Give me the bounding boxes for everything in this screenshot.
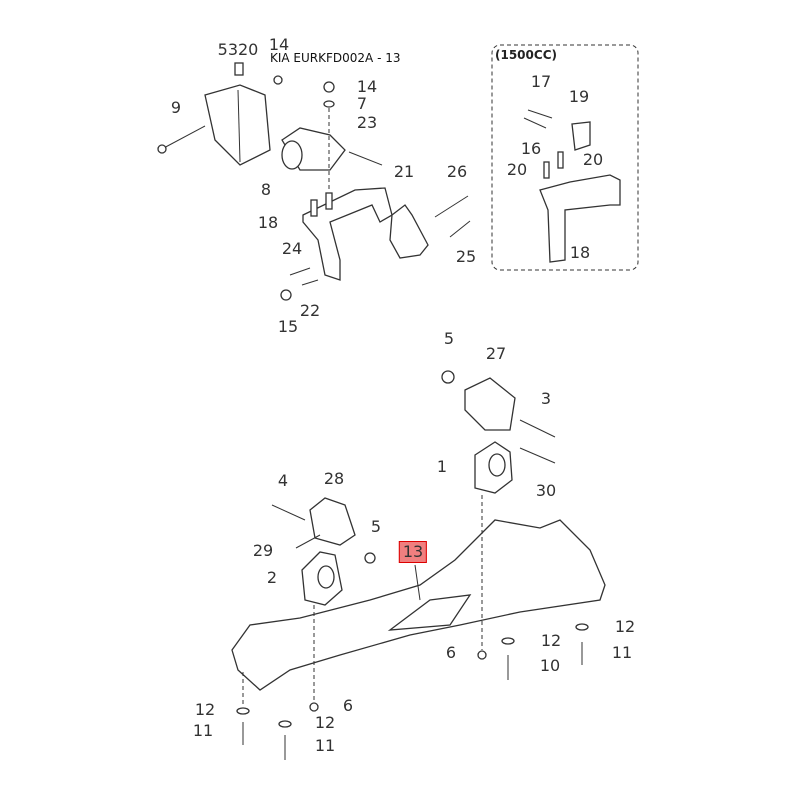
transmission-bracket xyxy=(157,62,283,166)
part-label[interactable]: 17 xyxy=(530,72,552,91)
part-label[interactable]: 12 xyxy=(540,631,562,650)
diagram-title: KIA EURKFD002A - 13 xyxy=(270,51,401,65)
part-label[interactable]: 14 xyxy=(268,35,290,54)
part-label[interactable]: 15 xyxy=(277,317,299,336)
part-label[interactable]: 5 xyxy=(443,329,455,348)
part-label[interactable]: 6 xyxy=(342,696,354,715)
part-label[interactable]: 12 xyxy=(614,617,636,636)
mount-27 xyxy=(464,377,516,431)
part-label[interactable]: 14 xyxy=(356,77,378,96)
part-label[interactable]: 9 xyxy=(170,98,182,117)
variant-label: (1500CC) xyxy=(495,48,557,62)
part-label[interactable]: 29 xyxy=(252,541,274,560)
fasteners xyxy=(236,495,589,760)
part-label[interactable]: 5320 xyxy=(217,40,259,59)
part-label[interactable]: 25 xyxy=(455,247,477,266)
part-label[interactable]: 16 xyxy=(520,139,542,158)
part-label[interactable]: 11 xyxy=(314,736,336,755)
part-label[interactable]: 3 xyxy=(540,389,552,408)
variant-parts xyxy=(523,109,621,263)
part-label[interactable]: 8 xyxy=(260,180,272,199)
part-label[interactable]: 7 xyxy=(356,94,368,113)
highlighted-part-label[interactable]: 13 xyxy=(398,541,428,563)
part-label[interactable]: 2 xyxy=(266,568,278,587)
part-label[interactable]: 11 xyxy=(192,721,214,740)
bracket-21 xyxy=(389,204,429,259)
part-label[interactable]: 28 xyxy=(323,469,345,488)
part-label[interactable]: 6 xyxy=(445,643,457,662)
part-label[interactable]: 11 xyxy=(611,643,633,662)
part-label[interactable]: 18 xyxy=(257,213,279,232)
part-label[interactable]: 30 xyxy=(535,481,557,500)
variant-box xyxy=(491,44,639,271)
part-label[interactable]: 10 xyxy=(539,656,561,675)
part-label[interactable]: 20 xyxy=(582,150,604,169)
part-label[interactable]: 19 xyxy=(568,87,590,106)
part-label[interactable]: 12 xyxy=(314,713,336,732)
mount-28 xyxy=(309,497,356,546)
part-label[interactable]: 26 xyxy=(446,162,468,181)
part-label[interactable]: 20 xyxy=(506,160,528,179)
bracket-18 xyxy=(302,151,393,281)
part-label[interactable]: 24 xyxy=(281,239,303,258)
part-label[interactable]: 22 xyxy=(299,301,321,320)
crossmember-13 xyxy=(231,519,606,691)
part-label[interactable]: 18 xyxy=(569,243,591,262)
engine-mount-8 xyxy=(281,81,346,190)
part-label[interactable]: 27 xyxy=(485,344,507,363)
part-label[interactable]: 23 xyxy=(356,113,378,132)
part-label[interactable]: 1 xyxy=(436,457,448,476)
part-label[interactable]: 12 xyxy=(194,700,216,719)
part-label[interactable]: 5 xyxy=(370,517,382,536)
part-label[interactable]: 21 xyxy=(393,162,415,181)
part-label[interactable]: 4 xyxy=(277,471,289,490)
